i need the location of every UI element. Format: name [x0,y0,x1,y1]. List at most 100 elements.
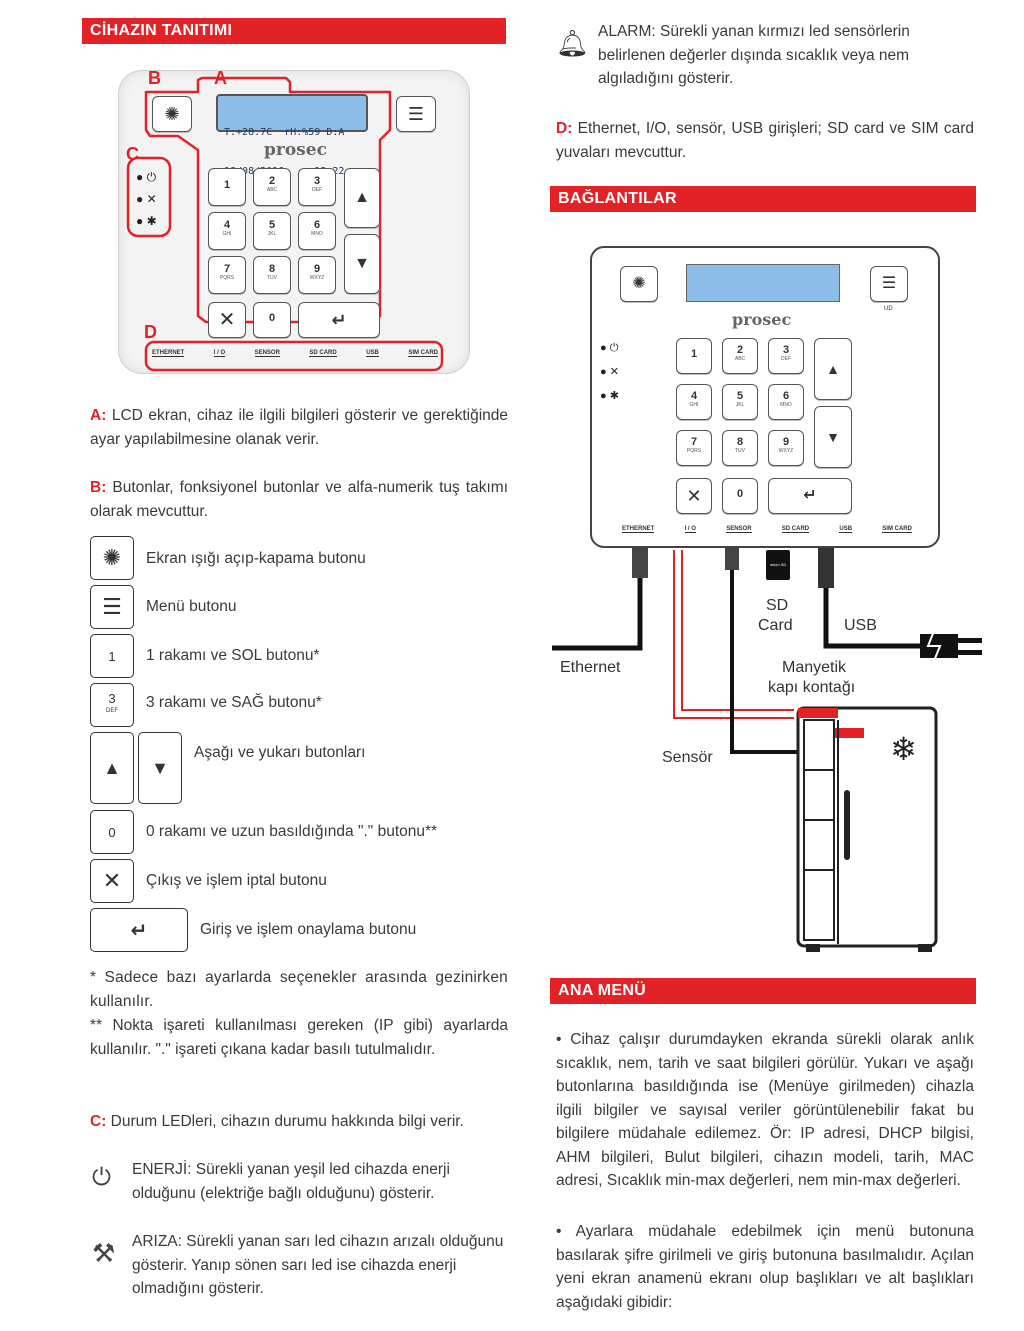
label-sd: SD [766,597,789,614]
legend-enter-key: ↵ [90,908,188,952]
legend-key3: 3 rakamı ve SAĞ butonu* [146,694,322,711]
legend-up-key: ▲ [90,732,134,804]
close-icon: ✕ [102,868,122,893]
device-lcd: T:+28.7C rH:%59 D:A 18/08/2016 13:22 [216,94,368,177]
port-io: I / O [684,526,696,533]
sd-chip-label: micro SD [769,562,787,567]
energy-desc: ENERJİ: Sürekli yanan yeşil led cihazda … [132,1161,450,1202]
menu-paragraph-1: • Cihaz çalışır durumdayken ekranda süre… [556,1031,974,1189]
port-sensor: SENSOR [254,350,280,357]
device-enter-button: ↵ [298,302,380,338]
menu-icon: ☰ [881,275,897,292]
port-sensor: SENSOR [726,526,752,533]
device-cancel-button: ✕ [208,302,246,338]
device-brand: prosec [264,140,327,160]
port-sim-card: SIM CARD [408,350,438,357]
section-title-device-intro: CİHAZIN TANITIMI [82,18,506,44]
power-icon: ⏻ [146,170,157,184]
arrow-down-icon: ▼ [151,757,169,778]
label-sensor: Sensör [662,749,713,766]
arrow-up-icon: ▲ [354,189,370,206]
label-magnetic-1: Manyetik [782,659,847,676]
lcd-line-1: T:+28.7C rH:%59 D:A [224,127,345,138]
diagram-key-1: 1 [676,338,712,374]
sun-icon: ✺ [164,104,180,124]
diagram-ports: ETHERNET I / O SENSOR SD CARD USB SIM CA… [622,526,912,533]
label-b: B [148,68,161,88]
led-alarm: ● ✱ [136,214,157,228]
legend-backlight: Ekran ışığı açıp-kapama butonu [146,550,366,567]
label-ethernet: Ethernet [560,659,621,676]
alarm-icon: 🔔︎ [556,28,590,58]
diagram-key-0: 0 [722,478,758,514]
device-menu-button: ☰ [396,96,436,132]
alarm-desc: ALARM: Sürekli yanan kırmızı led sensörl… [598,23,910,87]
device-key-0: 0 [253,302,291,338]
legend-updown: Aşağı ve yukarı butonları [194,744,366,761]
device-key-1: 1 [208,168,246,206]
close-icon: ✕ [686,486,702,506]
port-sd-card: SD CARD [309,350,337,357]
port-usb: USB [366,350,379,357]
desc-a: A: LCD ekran, cihaz ile ilgili bilgileri… [90,407,509,448]
led-fault: ● ✕ [136,192,157,206]
legend-enter: Giriş ve işlem onaylama butonu [200,921,417,938]
freezer-snowflake-icon: ❄ [890,731,917,767]
device-down-button: ▼ [344,234,380,294]
device-ports: ETHERNET I / O SENSOR SD CARD USB SIM CA… [152,350,438,357]
note-2: ** Nokta işareti kullanılması gereken (I… [90,1017,508,1058]
diagram-backlight-button: ✺ [620,266,658,302]
tools-icon: ✕ [146,192,157,206]
diagram-lcd [686,264,840,302]
diagram-menu-button: ☰ [870,266,908,302]
legend-backlight-key: ✺ [90,536,134,580]
legend-menu-key: ☰ [90,585,134,629]
enter-icon: ↵ [803,487,817,504]
legend-cancel-key: ✕ [90,859,134,903]
sun-icon: ✺ [632,275,646,292]
highlight-outline [126,76,444,372]
diagram-status-leds: ● ⏻ ● ✕ ● ✱ [600,336,619,408]
tools-icon: ⚒ [92,1238,116,1268]
note-1: * Sadece bazı ayarlarda seçenekler arası… [90,969,508,1010]
section-title-main-menu: ANA MENÜ [550,978,976,1004]
label-magnetic-2: kapı kontağı [768,679,856,696]
menu-icon: ☰ [407,104,425,124]
alarm-icon: ✱ [609,390,619,402]
wiring-lines [552,548,982,952]
diagram-down-button: ▼ [814,406,852,468]
legend-down-key: ▼ [138,732,182,804]
legend-key0: 0 rakamı ve uzun basıldığında "." butonu… [146,823,438,840]
desc-c: C: Durum LEDleri, cihazın durumu hakkınd… [90,1113,464,1130]
port-sd-card: SD CARD [781,526,810,533]
legend-key-1: 1 [90,634,134,678]
led-alarm: ● ✱ [600,390,619,402]
menu-icon: ☰ [102,594,122,619]
menu-paragraph-2: • Ayarlara müdahale edebilmek için menü … [556,1223,974,1311]
section-title-connections: BAĞLANTILAR [550,186,976,212]
device-backlight-button: ✺ [152,96,192,132]
led-fault: ● ✕ [600,366,619,378]
port-io: I / O [213,350,226,357]
label-d: D [144,322,157,342]
port-usb: USB [839,526,853,533]
legend-cancel: Çıkış ve işlem iptal butonu [146,872,327,889]
status-leds: ● ⏻ ● ✕ ● ✱ [136,166,157,232]
led-power: ● ⏻ [600,342,619,354]
label-card: Card [758,617,793,634]
device-illustration: B A C D ✺ T:+28.7C rH:%59 D:A 18/08/2016… [118,68,470,374]
